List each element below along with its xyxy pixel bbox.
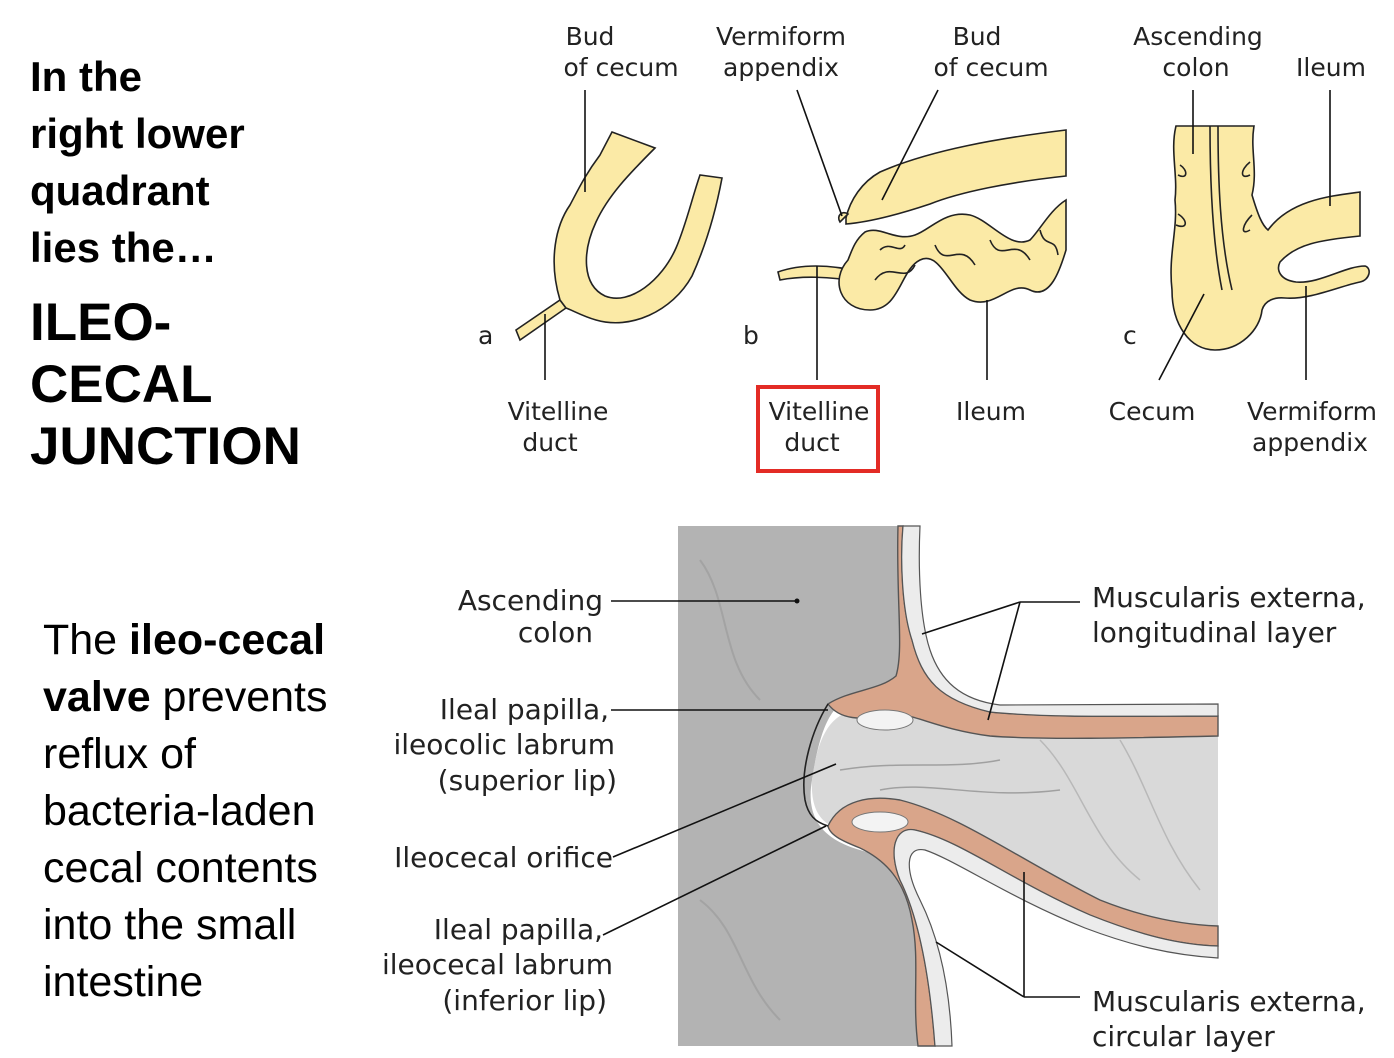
panel-c-letter: c — [1123, 321, 1137, 350]
desc-text: The — [43, 616, 130, 664]
desc-line: into the small — [43, 901, 297, 949]
panel-b-bud-label: Bud — [953, 22, 1002, 51]
superior-lip-label: ileocolic labrum — [393, 728, 615, 761]
desc-bold: valve — [43, 673, 151, 721]
ascending-colon-label: Ascending — [458, 584, 603, 617]
title-line: JUNCTION — [30, 417, 301, 476]
panel-c-appendix-label: Vermiform — [1247, 397, 1377, 426]
panel-a-letter: a — [478, 321, 493, 350]
panel-c-colon-label: Ascending — [1133, 22, 1263, 51]
leader-line — [602, 825, 827, 936]
longitudinal-layer-label: longitudinal layer — [1092, 616, 1337, 649]
leader-line — [935, 941, 1025, 998]
panel-b-duct-label: duct — [784, 428, 839, 457]
panel-a-bud-label: of cecum — [563, 53, 678, 82]
panel-c-colon-label: colon — [1162, 53, 1229, 82]
panel-c-illustration — [1170, 125, 1370, 351]
panel-b-duct-label: Vitelline — [769, 397, 870, 426]
panel-a-illustration — [515, 131, 723, 342]
title-line: CECAL — [30, 355, 213, 414]
superior-lip-label: (superior lip) — [438, 764, 617, 797]
desc-line: bacteria-laden — [43, 787, 316, 835]
ascending-colon-label: colon — [518, 616, 593, 649]
heading-line: lies the… — [30, 224, 217, 271]
desc-line: reflux of — [43, 730, 196, 778]
highlight-box — [756, 385, 880, 473]
longitudinal-layer-label: Muscularis externa, — [1092, 581, 1366, 614]
heading-line: quadrant — [30, 167, 210, 214]
valve-description: The ileo-cecal valve prevents reflux of … — [43, 612, 327, 1011]
title-line: ILEO- — [30, 293, 172, 352]
desc-text: prevents — [150, 673, 328, 721]
page-title: ILEO- CECAL JUNCTION — [30, 292, 301, 478]
leader-line — [796, 89, 843, 217]
panel-b-letter: b — [743, 321, 759, 350]
inferior-lip-label: ileocecal labrum — [382, 948, 613, 981]
desc-line: intestine — [43, 958, 204, 1006]
leader-line — [987, 601, 1021, 721]
circular-layer-label: circular layer — [1092, 1020, 1275, 1053]
ileocecal-section-illustration — [678, 525, 1219, 1047]
panel-c-cecum-label: Cecum — [1109, 397, 1196, 426]
desc-line: cecal contents — [43, 844, 318, 892]
inferior-lip-label: (inferior lip) — [442, 984, 607, 1017]
leader-line — [612, 763, 837, 858]
intro-heading: In the right lower quadrant lies the… — [30, 48, 245, 276]
panel-a-bud-label: Bud — [566, 22, 615, 51]
circular-layer-label: Muscularis externa, — [1092, 985, 1366, 1018]
leader-line — [1158, 293, 1205, 381]
leader-line — [921, 601, 1021, 635]
panel-b-appendix-label: appendix — [723, 53, 839, 82]
desc-bold: ileo-cecal — [129, 616, 326, 664]
superior-lip-label: Ileal papilla, — [440, 693, 609, 726]
panel-a-duct-label: duct — [522, 428, 577, 457]
panel-a-duct-label: Vitelline — [508, 397, 609, 426]
inferior-lip-label: Ileal papilla, — [434, 913, 603, 946]
panel-b-ileum-label: Ileum — [956, 397, 1026, 426]
heading-line: right lower — [30, 110, 245, 157]
panel-b-illustration — [777, 129, 1067, 311]
leader-line — [881, 89, 939, 201]
panel-b-bud-label: of cecum — [933, 53, 1048, 82]
panel-c-appendix-label: appendix — [1252, 428, 1368, 457]
panel-b-appendix-label: Vermiform — [716, 22, 846, 51]
orifice-label: Ileocecal orifice — [394, 841, 613, 874]
panel-c-ileum-label: Ileum — [1296, 53, 1366, 82]
heading-line: In the — [30, 53, 142, 100]
leader-dot — [794, 598, 800, 604]
